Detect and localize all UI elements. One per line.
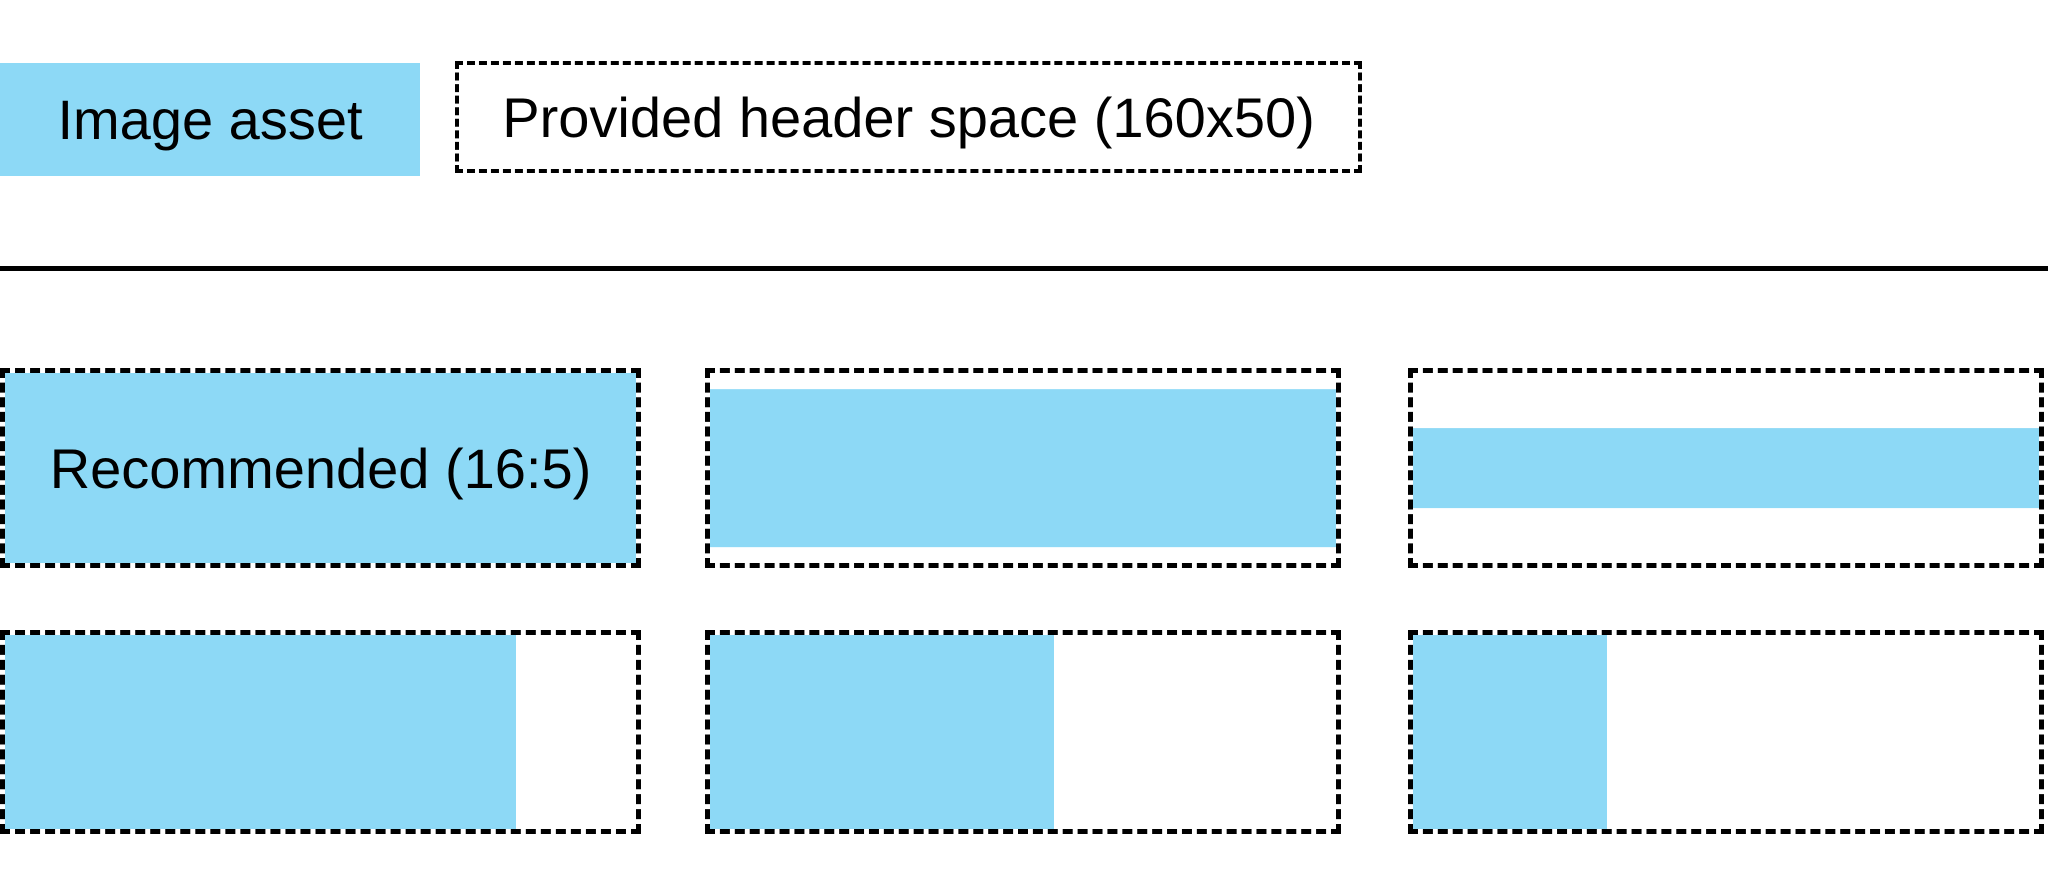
example-cell-tallest <box>1408 630 2044 834</box>
provided-header-space-box: Provided header space (160x50) <box>455 61 1362 173</box>
image-asset-label: Image asset <box>57 88 363 151</box>
separator-line <box>0 266 2048 271</box>
example-cell-wide <box>705 368 1341 568</box>
example-cell-taller <box>705 630 1341 834</box>
image-asset-fill <box>1413 428 2039 508</box>
image-asset-fill <box>5 635 517 829</box>
example-cell-very-wide <box>1408 368 2044 568</box>
example-cell-recommended: Recommended (16:5) <box>0 368 641 568</box>
image-asset-fill <box>5 373 636 563</box>
image-asset-swatch: Image asset <box>0 63 420 176</box>
example-cell-tall <box>0 630 641 834</box>
image-asset-fill <box>1413 635 1608 829</box>
image-asset-fill <box>710 389 1336 547</box>
provided-header-space-label: Provided header space (160x50) <box>502 85 1315 149</box>
image-asset-fill <box>710 635 1055 829</box>
